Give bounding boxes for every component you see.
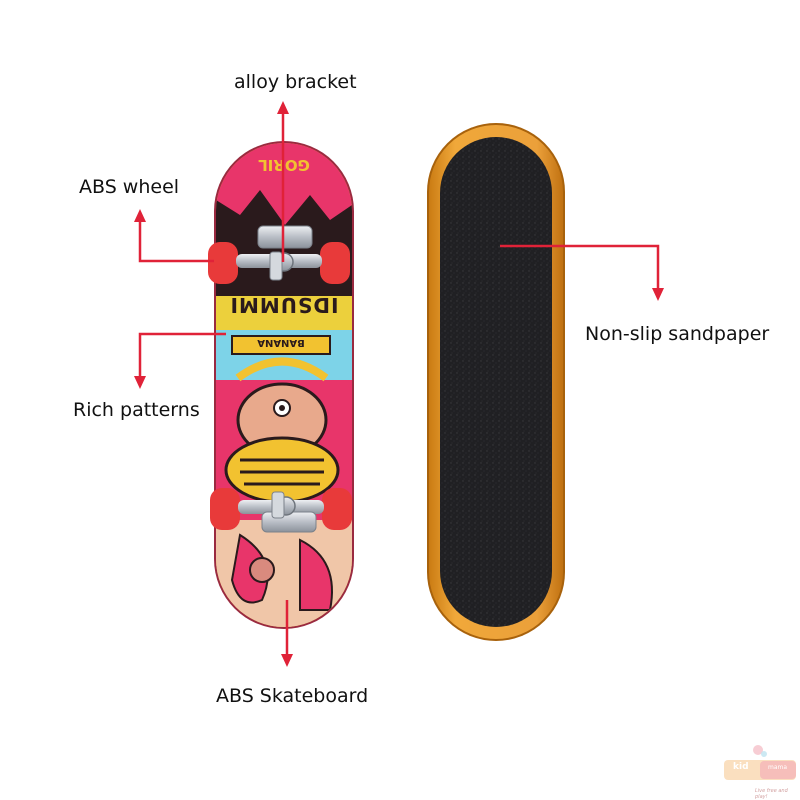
arrow-alloy-bracket — [277, 101, 289, 262]
label-alloy-bracket: alloy bracket — [234, 71, 357, 93]
deck-banner-text: BANANA — [257, 337, 305, 348]
grip-tape — [440, 137, 552, 627]
griptape-skateboard — [427, 123, 565, 641]
top-wheel-left — [208, 242, 238, 284]
watermark-text: kid — [733, 762, 749, 772]
label-rich-patterns: Rich patterns — [73, 399, 200, 421]
top-truck — [208, 225, 350, 284]
label-abs-skateboard: ABS Skateboard — [216, 685, 369, 707]
top-wheel-right — [320, 242, 350, 284]
arrow-abs-skateboard — [281, 600, 293, 667]
callout-arrows — [134, 101, 664, 667]
label-abs-wheel: ABS wheel — [79, 176, 180, 198]
label-non-slip-sandpaper: Non-slip sandpaper — [585, 323, 770, 345]
bottom-truck — [210, 488, 352, 533]
bottom-wheel-left — [210, 488, 240, 530]
brand-watermark-logo — [724, 745, 796, 780]
deck-graphic — [216, 143, 352, 627]
arrow-rich-patterns — [134, 332, 226, 389]
bottom-wheel-right — [322, 488, 352, 530]
watermark-tagline: Live free and play! — [755, 788, 788, 800]
printed-skateboard: GORIL IDSUMMI BANANA — [208, 141, 354, 629]
watermark-text-right: mama — [768, 764, 788, 771]
deck-brand-text: IDSUMMI — [230, 293, 339, 317]
arrow-sandpaper — [500, 244, 664, 301]
arrow-abs-wheel — [134, 209, 214, 263]
